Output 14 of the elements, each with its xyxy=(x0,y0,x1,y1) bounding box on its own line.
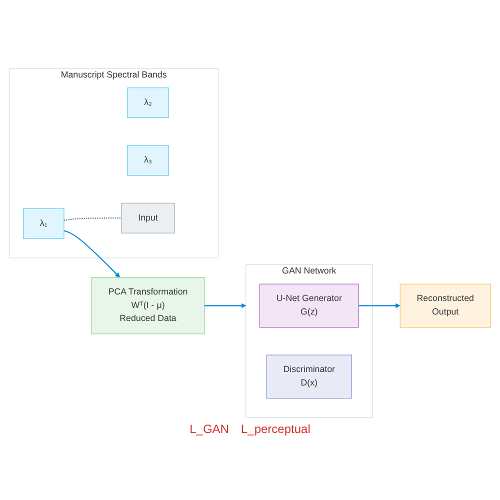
node-box: PCA Transformation Wᵀ(I - μ) Reduced Data xyxy=(91,277,205,334)
node-box: λ₂ xyxy=(127,88,169,118)
node-box: U-Net Generator G(z) xyxy=(259,284,359,328)
arrow xyxy=(358,303,400,308)
loss-label: L_perceptual xyxy=(240,422,310,436)
loss-label: L_GAN xyxy=(190,422,229,436)
node-box: Reconstructed Output xyxy=(400,284,491,328)
arrow xyxy=(204,303,246,308)
node-box: λ₃ xyxy=(127,145,169,176)
node-box: Discriminator D(x) xyxy=(266,354,352,398)
node-box: λ₁ xyxy=(23,208,64,239)
connector xyxy=(64,218,122,221)
arrow xyxy=(64,230,120,278)
node-box: Input xyxy=(121,202,175,234)
